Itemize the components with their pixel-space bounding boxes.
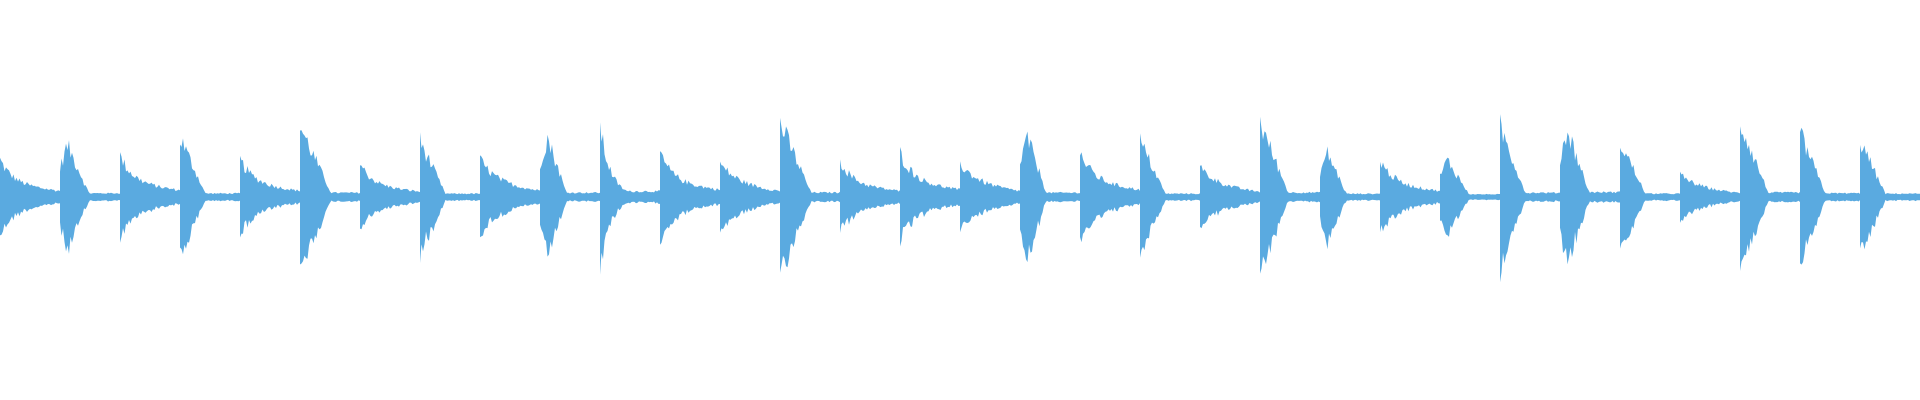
- waveform-hit: [780, 117, 840, 273]
- waveform-baseline: [0, 195, 1920, 199]
- waveform-hits: [0, 114, 1920, 283]
- waveform-hit: [1740, 126, 1800, 271]
- waveform-hit: [1260, 116, 1320, 274]
